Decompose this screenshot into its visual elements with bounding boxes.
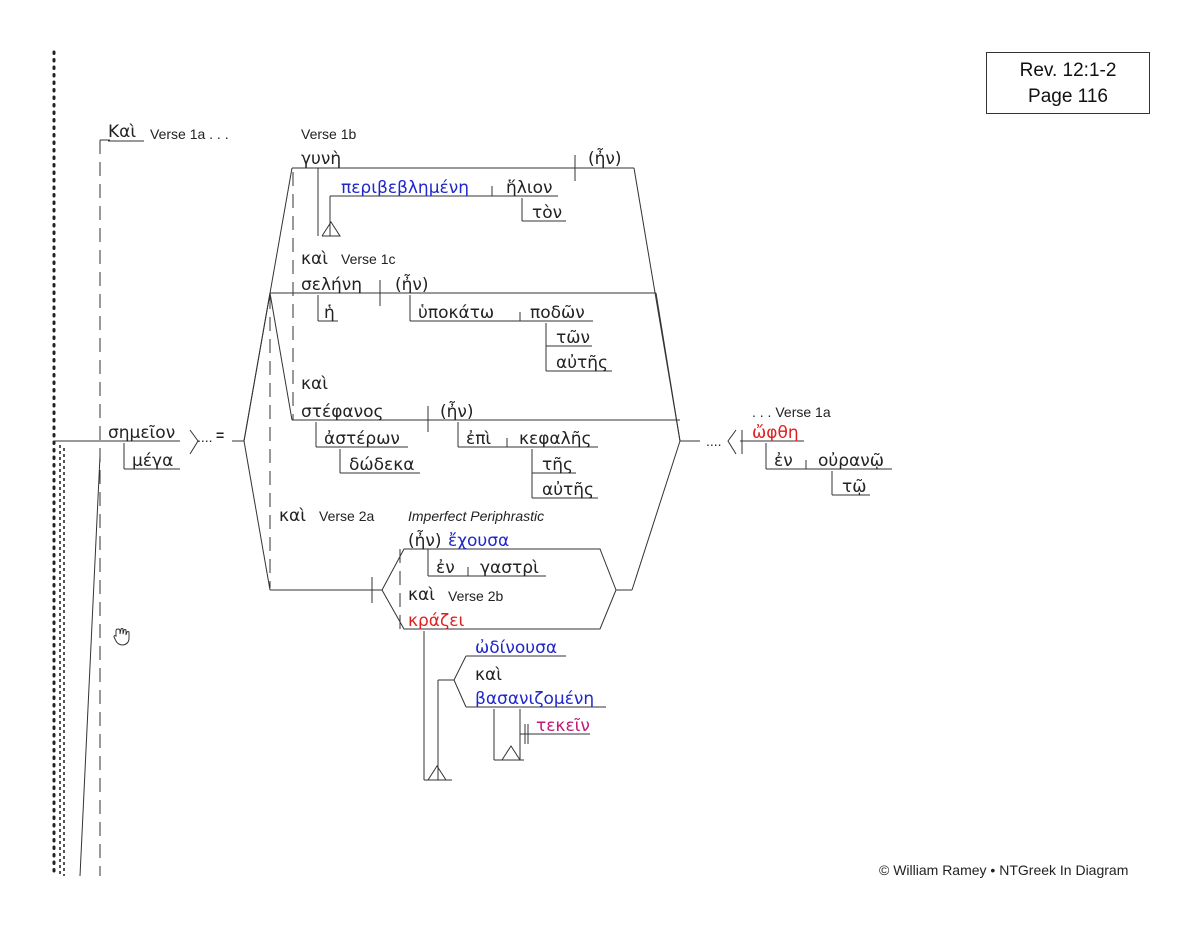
- word-epi: ἐπὶ: [466, 429, 491, 449]
- word-autes-2: αὐτῆς: [542, 480, 594, 500]
- close-line-3: [631, 440, 681, 591]
- copyright-notice: © William Ramey • NTGreek In Diagram: [879, 862, 1129, 878]
- fan-line-3: [243, 440, 271, 591]
- word-kai-3: καὶ: [301, 374, 328, 394]
- word-podon: ποδῶν: [530, 303, 585, 323]
- word-tes: τῆς: [542, 455, 573, 475]
- word-selene: σελήνη: [301, 275, 362, 295]
- word-en-prep: ἐν: [774, 451, 793, 471]
- equals-sign: =: [216, 427, 224, 443]
- dots-right: ....: [706, 433, 722, 449]
- word-asteron: ἀστέρων: [324, 429, 400, 449]
- word-echousa: ἔχουσα: [448, 531, 509, 551]
- diagonal-long: [79, 455, 101, 877]
- triangle-2: [427, 765, 447, 781]
- label-verse-1c: Verse 1c: [341, 251, 395, 267]
- word-kai-2b: καὶ: [408, 585, 435, 605]
- label-verse-1a-end: . . . Verse 1a: [752, 404, 831, 420]
- compound-bracket: [189, 429, 199, 455]
- word-to: τῷ: [842, 477, 866, 497]
- word-peribeblemene: περιβεβλημένη: [341, 178, 469, 198]
- label-verse-1a: Verse 1a . . .: [150, 126, 229, 142]
- compound-bracket-right: [727, 429, 737, 455]
- word-ton-pl: τῶν: [556, 328, 590, 348]
- word-mega: μέγα: [132, 451, 173, 471]
- reference-title: Rev. 12:1-2: [1019, 60, 1117, 81]
- word-tekein: τεκεῖν: [536, 716, 590, 736]
- word-en-4: (ἦν): [408, 530, 442, 551]
- word-kai-4: καὶ: [475, 665, 502, 685]
- word-odinousa: ὠδίνουσα: [475, 638, 557, 658]
- word-en-1: (ἦν): [588, 148, 622, 169]
- word-he: ἡ: [324, 303, 335, 323]
- word-basanizomene: βασανιζομένη: [475, 689, 594, 709]
- page-number: Page 116: [1028, 86, 1108, 107]
- word-kai-2a: καὶ: [279, 506, 306, 526]
- word-autes-1: αὐτῆς: [556, 353, 608, 373]
- fan-line-2: [243, 292, 271, 442]
- word-stephanos: στέφανος: [301, 402, 384, 422]
- label-imperfect-periphrastic: Imperfect Periphrastic: [408, 508, 544, 524]
- word-ophthe: ὤφθη: [752, 423, 799, 443]
- hand-cursor-icon: [113, 628, 130, 646]
- word-gastri: γαστρὶ: [480, 558, 539, 578]
- word-ton: τὸν: [532, 203, 562, 223]
- word-semeion: σημεῖον: [108, 423, 175, 443]
- label-verse-2b: Verse 2b: [448, 588, 503, 604]
- word-ourano: οὐρανῷ: [818, 451, 884, 471]
- word-gyne: γυνὴ: [301, 149, 341, 169]
- reference-box: Rev. 12:1-2 Page 116: [986, 52, 1150, 114]
- word-en-3: (ἦν): [440, 401, 474, 422]
- close-line-2: [655, 292, 681, 442]
- word-dodeka: δώδεκα: [349, 455, 414, 475]
- word-kai-1c: καὶ: [301, 249, 328, 269]
- label-verse-1b: Verse 1b: [301, 126, 356, 142]
- fan-line-4: [269, 292, 293, 421]
- word-kai-main: Καὶ: [108, 122, 136, 142]
- word-en-2: (ἦν): [395, 274, 429, 295]
- word-helion: ἥλιον: [506, 178, 552, 198]
- word-krazei: κράζει: [408, 611, 464, 631]
- label-verse-2a: Verse 2a: [319, 508, 374, 524]
- triangle-3: [501, 745, 521, 761]
- triangle-1: [321, 221, 341, 237]
- word-en-gastri: ἐν: [436, 558, 455, 578]
- word-hypokato: ὑποκάτω: [418, 303, 494, 323]
- dots-left: ....: [197, 429, 213, 445]
- word-kephales: κεφαλῆς: [519, 429, 591, 449]
